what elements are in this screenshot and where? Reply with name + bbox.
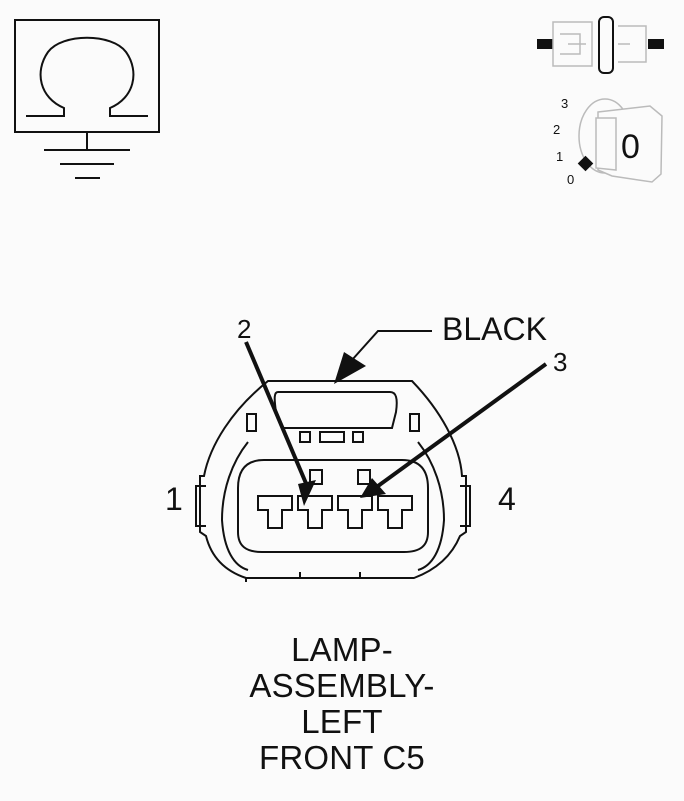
- connector-title: LAMP- ASSEMBLY- LEFT FRONT C5: [192, 632, 492, 776]
- pin-terminal-4: [377, 495, 413, 529]
- title-line-2: ASSEMBLY-: [249, 667, 435, 704]
- ground-icon: [44, 132, 130, 179]
- pin-terminal-3: [337, 495, 373, 529]
- pin-terminals: [257, 495, 413, 529]
- pin-2-leader: [244, 341, 310, 489]
- title-line-3: LEFT: [301, 703, 383, 740]
- pin-4-label: 4: [498, 481, 516, 517]
- pin-2-label: 2: [237, 314, 251, 344]
- ignition-position-0: 0: [567, 172, 574, 187]
- black-arrowhead: [334, 352, 366, 384]
- connector-color-label: BLACK: [442, 311, 547, 347]
- ignition-key-icon: 0 3 2 1 0: [553, 96, 663, 187]
- pin-terminal-1: [257, 495, 293, 529]
- pin-3-label: 3: [553, 347, 567, 377]
- pin-2-arrowhead: [298, 480, 316, 506]
- title-line-4: FRONT C5: [258, 739, 425, 776]
- ohmmeter-icon: [14, 19, 160, 133]
- connector-unplugged-icon: [537, 16, 664, 74]
- pin-3-leader: [376, 362, 548, 488]
- pin-1-label: 1: [165, 481, 183, 517]
- connector-face: [195, 380, 471, 582]
- ignition-position-3: 3: [561, 96, 568, 111]
- title-line-1: LAMP-: [291, 631, 393, 668]
- black-leader: [351, 330, 432, 361]
- ignition-position-2: 2: [553, 122, 560, 137]
- pin-terminal-2: [297, 495, 333, 529]
- leader-arrows: [244, 330, 548, 506]
- ignition-position-1: 1: [556, 149, 563, 164]
- pin-3-arrowhead: [360, 478, 386, 498]
- ignition-key-label: 0: [621, 128, 640, 166]
